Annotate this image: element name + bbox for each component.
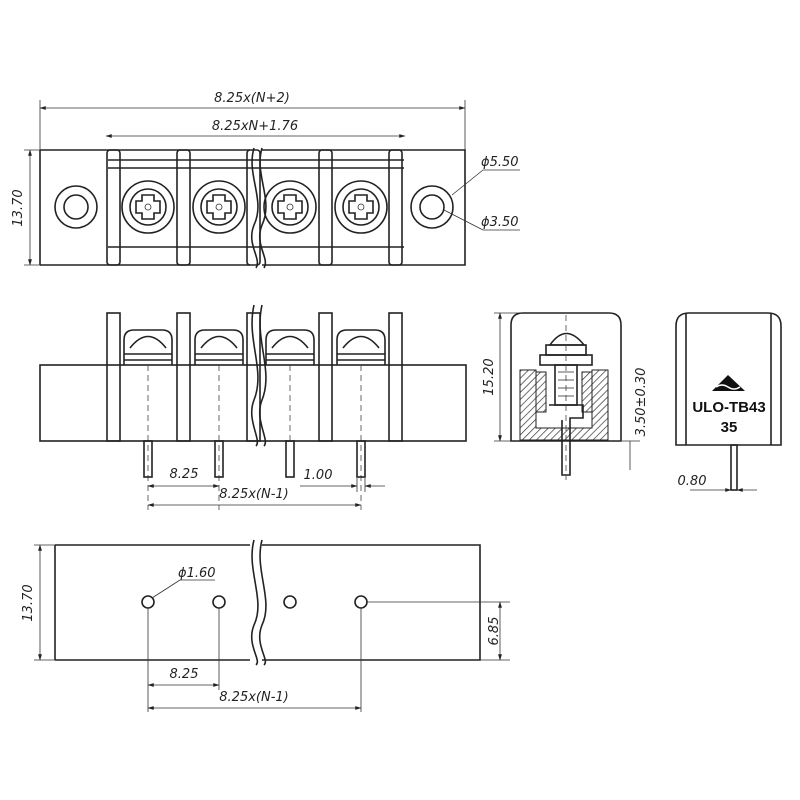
barrier bbox=[176, 149, 191, 266]
outer-hole-diameter-label: ϕ5.50 bbox=[481, 155, 519, 170]
inner-width-label: 8.25xN+1.76 bbox=[212, 119, 298, 134]
pin-length-label: 3.50±0.30 bbox=[634, 368, 649, 437]
screw-head bbox=[336, 329, 386, 365]
pcb-hole bbox=[354, 595, 368, 609]
side-label-housing bbox=[675, 312, 782, 446]
side-height-label: 15.20 bbox=[482, 358, 497, 395]
side-label-view: ULO-TB43 35 0.80 bbox=[675, 312, 782, 492]
pcb-hole-diameter-label: ϕ1.60 bbox=[178, 566, 216, 581]
barrier bbox=[388, 312, 403, 442]
screw-head bbox=[123, 329, 173, 365]
barrier bbox=[106, 312, 121, 442]
screw-head bbox=[194, 329, 244, 365]
side-pin-width-label: 0.80 bbox=[678, 474, 707, 489]
screw bbox=[334, 180, 388, 234]
screw-head bbox=[265, 329, 315, 365]
overall-width-label: 8.25x(N+2) bbox=[214, 91, 290, 106]
pin bbox=[143, 440, 153, 478]
screw bbox=[263, 180, 317, 234]
side-pin bbox=[730, 444, 738, 491]
screw bbox=[121, 180, 175, 234]
mounting-hole-right bbox=[410, 185, 454, 229]
side-housing-outline bbox=[510, 312, 622, 442]
inner-hole-diameter-label: ϕ3.50 bbox=[481, 215, 519, 230]
barrier bbox=[318, 312, 333, 442]
pin bbox=[285, 440, 295, 478]
barrier bbox=[176, 312, 191, 442]
pin bbox=[356, 440, 366, 478]
barrier bbox=[246, 312, 261, 442]
brand-logo bbox=[712, 375, 745, 391]
top-height-label: 13.70 bbox=[11, 189, 26, 226]
pcb-pitch-label: 8.25 bbox=[170, 667, 199, 682]
barrier bbox=[106, 149, 121, 266]
pin bbox=[214, 440, 224, 478]
pcb-height-label: 13.70 bbox=[21, 584, 36, 621]
front-span-label: 8.25x(N-1) bbox=[219, 487, 288, 502]
model-number-label: 35 bbox=[721, 419, 738, 436]
pcb-footprint-view: 13.70 ϕ1.60 6.85 8.25 8.25x(N-1) bbox=[21, 539, 510, 712]
front-view: 8.25 8.25x(N-1) 1.00 bbox=[39, 304, 467, 510]
model-label: ULO-TB43 bbox=[692, 399, 765, 416]
front-pitch-label: 8.25 bbox=[170, 467, 199, 482]
row-offset-label: 6.85 bbox=[487, 617, 502, 646]
screw bbox=[192, 180, 246, 234]
mounting-hole-left bbox=[54, 185, 98, 229]
pcb-hole bbox=[212, 595, 226, 609]
pin-width-label: 1.00 bbox=[304, 468, 333, 483]
barrier bbox=[318, 149, 333, 266]
barrier bbox=[388, 149, 403, 266]
side-section-view: 15.20 3.50±0.30 bbox=[482, 312, 649, 480]
pcb-hole bbox=[283, 595, 297, 609]
pcb-outline bbox=[55, 544, 481, 661]
top-view: 8.25x(N+2) 8.25xN+1.76 13.70 bbox=[11, 91, 520, 269]
pcb-span-label: 8.25x(N-1) bbox=[219, 690, 288, 705]
